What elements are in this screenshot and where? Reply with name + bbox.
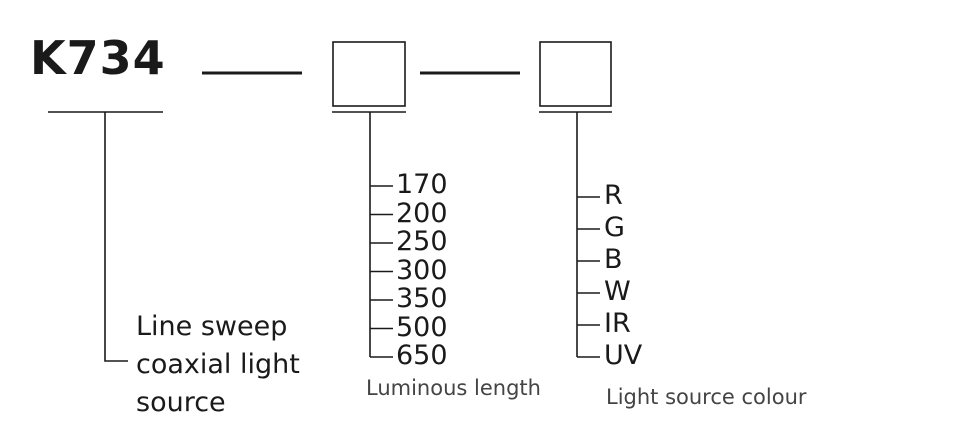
colour-option: B	[604, 244, 623, 275]
length-options: 170 200 250 300 350 500 650	[396, 169, 448, 371]
length-option: 350	[396, 283, 448, 314]
colour-option: R	[604, 180, 623, 211]
length-option: 170	[396, 169, 448, 200]
length-option: 300	[396, 254, 448, 286]
series-description-line: coaxial light	[136, 349, 300, 380]
length-option: 650	[396, 340, 448, 371]
series-description-line: Line sweep	[136, 311, 288, 342]
colour-caption: Light source colour	[606, 385, 807, 409]
length-option: 200	[396, 197, 448, 229]
length-code-box	[332, 41, 406, 107]
colour-option: G	[604, 212, 625, 243]
series-bracket	[104, 112, 128, 362]
colour-code-box	[539, 41, 612, 107]
colour-options: R G B W IR UV	[604, 180, 642, 372]
length-caption: Luminous length	[366, 376, 541, 400]
length-option: 250	[396, 226, 448, 257]
colour-option: UV	[604, 340, 643, 371]
series-description-line: source	[136, 387, 226, 418]
series-description: Line sweep coaxial light source	[136, 308, 336, 422]
colour-option: W	[604, 276, 631, 307]
colour-option: IR	[604, 308, 631, 339]
length-option: 500	[396, 311, 448, 343]
model-code: K734	[30, 31, 166, 85]
